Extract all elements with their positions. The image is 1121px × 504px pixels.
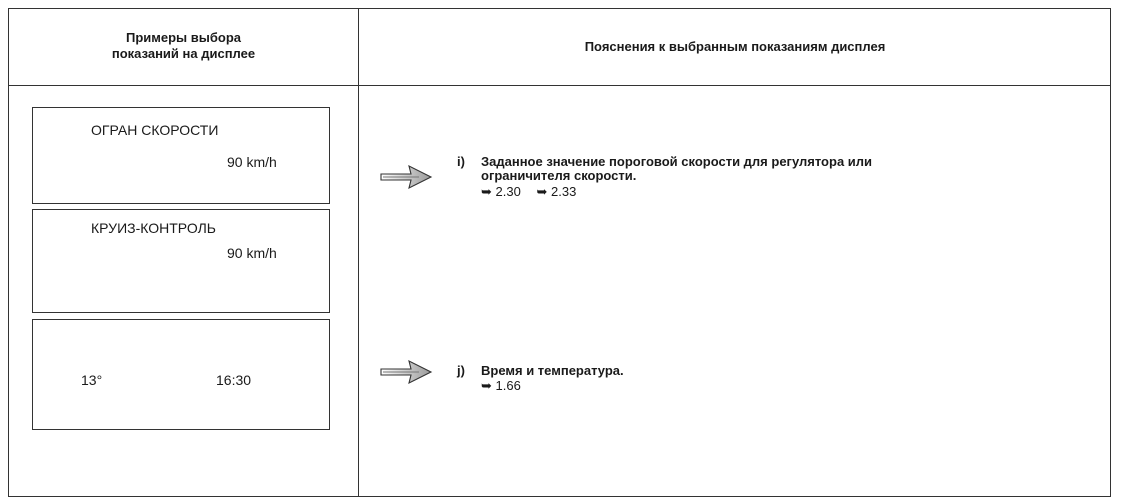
hollow-arrow-icon	[380, 164, 433, 190]
display-temperature: 13°	[81, 372, 103, 388]
table-frame	[8, 8, 1111, 497]
reference-arrow-icon: ➥	[536, 184, 548, 199]
display-time-temperature: 13° 16:30	[32, 319, 330, 430]
display-title: КРУИЗ-КОНТРОЛЬ	[91, 220, 216, 236]
hollow-arrow-icon	[380, 359, 433, 385]
note-text: Время и температура.	[481, 364, 1081, 378]
header-left-line1: Примеры выбора	[125, 30, 241, 45]
note-letter: i)	[457, 154, 465, 169]
display-value: 90 km/h	[227, 245, 277, 261]
reference-arrow-icon: ➥	[481, 184, 492, 199]
header-divider	[8, 85, 1111, 86]
display-speed-limiter: ОГРАН СКОРОСТИ 90 km/h	[32, 107, 330, 204]
reference-number: 2.33	[551, 184, 577, 199]
note-j: j) Время и температура. ➥ 1.66	[457, 364, 1097, 398]
reference-link[interactable]: ➥ 1.66	[481, 378, 521, 393]
column-divider	[358, 8, 359, 497]
note-i: i) Заданное значение пороговой скорости …	[457, 155, 1097, 205]
display-cruise-control: КРУИЗ-КОНТРОЛЬ 90 km/h	[32, 209, 330, 313]
reference-link[interactable]: ➥ 2.30	[481, 184, 524, 199]
note-text-line1: Время и температура.	[481, 363, 624, 378]
header-left: Примеры выбора показаний на дисплее	[9, 30, 358, 62]
note-letter: j)	[457, 363, 465, 378]
display-value: 90 km/h	[227, 154, 277, 170]
header-right: Пояснения к выбранным показаниям дисплея	[584, 39, 886, 54]
display-time: 16:30	[216, 372, 252, 388]
reference-number: 1.66	[495, 378, 521, 393]
reference-arrow-icon: ➥	[481, 378, 492, 393]
reference-number: 2.30	[495, 184, 521, 199]
note-references: ➥ 2.30 ➥ 2.33	[481, 185, 588, 199]
header-left-line2: показаний на дисплее	[111, 46, 256, 61]
display-title: ОГРАН СКОРОСТИ	[91, 122, 219, 138]
reference-link[interactable]: ➥ 2.33	[536, 184, 576, 199]
note-text: Заданное значение пороговой скорости для…	[481, 155, 1081, 183]
note-text-line2: ограничителя скорости.	[481, 168, 637, 183]
note-text-line1: Заданное значение пороговой скорости для…	[481, 154, 873, 169]
note-references: ➥ 1.66	[481, 379, 533, 393]
